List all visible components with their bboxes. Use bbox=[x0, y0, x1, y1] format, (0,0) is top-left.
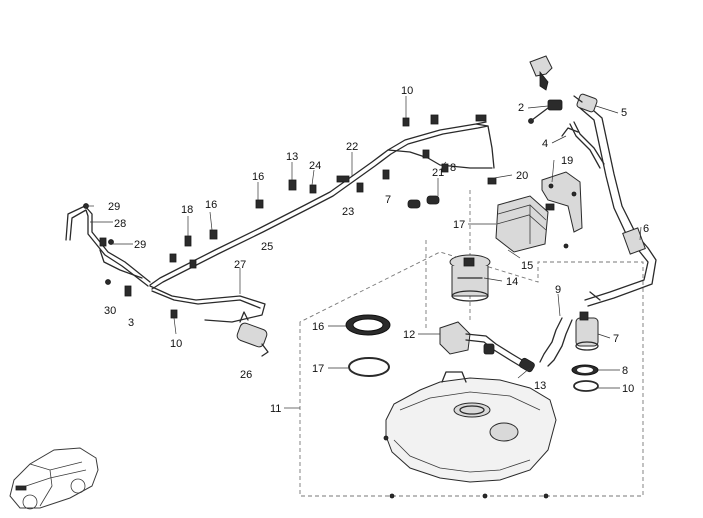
fuel-pump-module bbox=[449, 254, 491, 302]
vent-hose bbox=[561, 121, 605, 169]
callout-8-top: 8 bbox=[450, 162, 456, 174]
callout-8-right: 8 bbox=[622, 365, 628, 377]
callout-15: 15 bbox=[521, 260, 533, 272]
callout-19: 19 bbox=[561, 155, 573, 167]
callout-2: 2 bbox=[518, 102, 524, 114]
callout-3: 3 bbox=[128, 317, 134, 329]
callout-5: 5 bbox=[621, 107, 627, 119]
pump-gasket-16 bbox=[345, 314, 391, 336]
lock-ring-17 bbox=[348, 357, 390, 377]
callout-24: 24 bbox=[309, 160, 321, 172]
rollover-valve bbox=[575, 311, 599, 351]
callout-21: 21 bbox=[432, 167, 444, 179]
callout-10-top: 10 bbox=[401, 85, 413, 97]
vehicle-thumbnail bbox=[9, 447, 99, 510]
callout-11: 11 bbox=[270, 403, 281, 415]
callout-7-right: 7 bbox=[613, 333, 619, 345]
callout-16-tank: 16 bbox=[312, 321, 324, 333]
callout-13-bottom: 13 bbox=[534, 380, 546, 392]
callout-29-bottom: 29 bbox=[134, 239, 146, 251]
valve-ring-10 bbox=[573, 380, 599, 392]
fuel-filter bbox=[236, 311, 269, 357]
callout-18: 18 bbox=[181, 204, 193, 216]
callout-14: 14 bbox=[506, 276, 518, 288]
fuel-line-rear bbox=[65, 205, 151, 287]
callout-25: 25 bbox=[261, 241, 273, 253]
callout-13-top: 13 bbox=[286, 151, 298, 163]
callout-6: 6 bbox=[643, 223, 649, 235]
callout-16-mid: 16 bbox=[205, 199, 217, 211]
filler-neck bbox=[579, 103, 657, 307]
fuel-line-main bbox=[149, 121, 495, 290]
fill-hose bbox=[539, 317, 573, 367]
callout-4: 4 bbox=[542, 138, 548, 150]
callout-28: 28 bbox=[114, 218, 126, 230]
callout-12: 12 bbox=[403, 329, 415, 341]
callout-17-tank: 17 bbox=[312, 363, 324, 375]
callout-20: 20 bbox=[516, 170, 528, 182]
leader-lines bbox=[86, 96, 642, 409]
callout-26: 26 bbox=[240, 369, 252, 381]
valve-gasket-8 bbox=[571, 364, 599, 376]
callout-29-top: 29 bbox=[108, 201, 120, 213]
charcoal-canister bbox=[495, 195, 555, 253]
canister-bracket bbox=[541, 171, 583, 249]
top-bracket bbox=[529, 55, 553, 91]
callout-labels: 10 13 24 22 8 16 16 18 29 28 29 25 23 7 … bbox=[104, 85, 649, 415]
breather-plug bbox=[528, 99, 563, 124]
callout-22: 22 bbox=[346, 141, 358, 153]
filler-cap bbox=[573, 93, 598, 113]
filter-hose bbox=[149, 285, 266, 323]
fuel-tank bbox=[383, 371, 557, 499]
callout-30: 30 bbox=[104, 305, 116, 317]
callout-10-right: 10 bbox=[622, 383, 634, 395]
callout-17-top: 17 bbox=[453, 219, 465, 231]
callout-9: 9 bbox=[555, 284, 561, 296]
callout-27: 27 bbox=[234, 259, 246, 271]
line-clips bbox=[83, 114, 497, 319]
callout-16-left: 16 bbox=[252, 171, 264, 183]
callout-7-top: 7 bbox=[385, 194, 391, 206]
level-sender-assembly bbox=[439, 321, 535, 373]
callout-10-left: 10 bbox=[170, 338, 182, 350]
callout-23: 23 bbox=[342, 206, 354, 218]
